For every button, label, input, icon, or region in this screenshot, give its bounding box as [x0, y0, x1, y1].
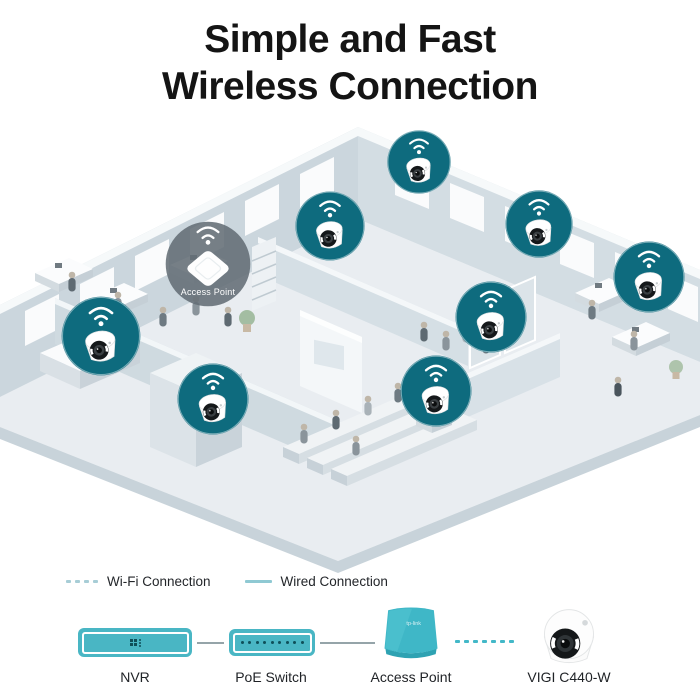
vigi-camera-product [530, 603, 608, 674]
access-point-overlay-label: Access Point [180, 287, 236, 298]
wired-solid-line-icon [244, 580, 272, 583]
connection-legend: Wi-Fi Connection Wired Connection [66, 574, 388, 589]
wireless-camera-badge-5 [454, 280, 528, 354]
wired-connection-line [197, 642, 224, 644]
wifi-icon [528, 199, 550, 211]
wifi-icon [637, 250, 661, 263]
wireless-camera-badge-1 [386, 129, 452, 195]
nvr-label: NVR [120, 669, 150, 685]
svg-text:tp-link: tp-link [406, 621, 421, 627]
wifi-icon [479, 290, 503, 303]
access-point-device-icon: tp-link [384, 607, 438, 659]
wireless-camera-badge-2 [294, 190, 366, 262]
title-line-1: Simple and Fast [204, 18, 496, 61]
turret-camera-icon [400, 355, 472, 427]
wireless-camera-badge-6 [60, 295, 142, 377]
turret-camera-icon [455, 281, 527, 353]
device-topology-row: tp-link NVR PoE Switch Access Point VIGI… [0, 600, 700, 700]
turret-camera-icon [61, 296, 141, 376]
wifi-icon [196, 226, 220, 240]
turret-camera-icon [295, 191, 365, 261]
title-line-2: Wireless Connection [162, 65, 538, 108]
nvr-device [78, 628, 192, 657]
nvr-icon [81, 631, 189, 654]
wireless-camera-badge-3 [504, 189, 574, 259]
access-point-device: tp-link [379, 602, 443, 671]
ceiling-access-point-overlay: Access Point [163, 219, 253, 309]
wifi-icon [409, 138, 429, 150]
poe-switch-label: PoE Switch [235, 669, 307, 685]
wired-connection-line [320, 642, 375, 644]
poe-switch-device [229, 629, 315, 656]
turret-camera-icon [387, 130, 451, 194]
turret-camera-icon [613, 241, 685, 313]
access-point-icon [165, 221, 251, 307]
legend-wifi-connection: Wi-Fi Connection [66, 574, 211, 589]
turret-camera-product-icon [543, 609, 595, 664]
wireless-camera-badge-7 [399, 354, 473, 428]
turret-camera-icon [505, 190, 573, 258]
wifi-legend-label: Wi-Fi Connection [107, 574, 211, 589]
vigi-camera-label: VIGI C440-W [527, 669, 611, 685]
wifi-icon [424, 364, 448, 377]
wifi-dashed-connection-line [455, 640, 514, 643]
wireless-camera-badge-8 [176, 362, 250, 436]
wired-legend-label: Wired Connection [280, 574, 388, 589]
wifi-icon [201, 372, 225, 385]
access-point-label: Access Point [370, 669, 452, 685]
wireless-camera-badge-4 [612, 240, 686, 314]
poe-switch-icon [232, 632, 312, 653]
turret-camera-icon [177, 363, 249, 435]
wifi-dashed-line-icon [66, 580, 98, 583]
page-title: Simple and Fast Wireless Connection [0, 16, 700, 110]
wifi-icon [88, 306, 114, 321]
wifi-icon [319, 200, 341, 213]
legend-wired-connection: Wired Connection [244, 574, 388, 589]
access-point-device-icon [187, 251, 229, 286]
